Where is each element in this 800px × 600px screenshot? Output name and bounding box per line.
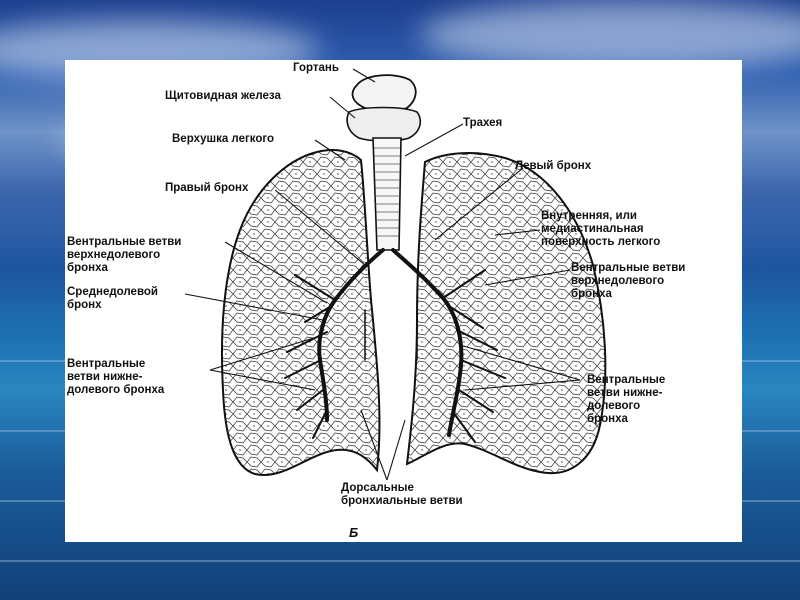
label-right-bronchus: Правый бронх <box>165 182 249 194</box>
label-middle-lobe-bronchus: Среднедолевой бронх <box>67 286 158 311</box>
label-larynx: Гортань <box>293 62 339 74</box>
right-lung <box>220 149 381 477</box>
lung-diagram <box>184 68 607 481</box>
larynx <box>351 74 417 112</box>
label-dorsal-branches: Дорсальные бронхиальные ветви <box>341 482 463 507</box>
trachea <box>372 137 402 251</box>
lung-diagram-panel: Гортань Щитовидная железа Трахея Верхушк… <box>65 60 742 542</box>
cloud <box>420 0 800 70</box>
label-trachea: Трахея <box>463 117 503 129</box>
label-ventral-lower-right: Вентральные ветви нижне- долевого бронха <box>67 358 165 396</box>
label-thyroid: Щитовидная железа <box>165 90 281 102</box>
leader-lines <box>184 68 581 481</box>
label-ventral-upper-left: Вентральные ветви верхнедолевого бронха <box>571 262 686 300</box>
label-left-bronchus: Левый бронх <box>515 160 592 172</box>
panel-letter: Б <box>349 525 359 540</box>
label-apex: Верхушка легкого <box>172 133 275 145</box>
label-mediastinal-surface: Внутренняя, или медиастинальная поверхно… <box>541 210 661 248</box>
sea-highlight <box>0 560 800 562</box>
label-ventral-upper-right: Вентральные ветви верхнедолевого бронха <box>67 236 182 274</box>
left-lung <box>405 152 607 475</box>
thyroid-gland <box>346 106 422 142</box>
label-ventral-lower-left: Вентральные ветви нижне- долевого бронха <box>587 374 666 425</box>
bronchial-tree <box>284 248 506 443</box>
